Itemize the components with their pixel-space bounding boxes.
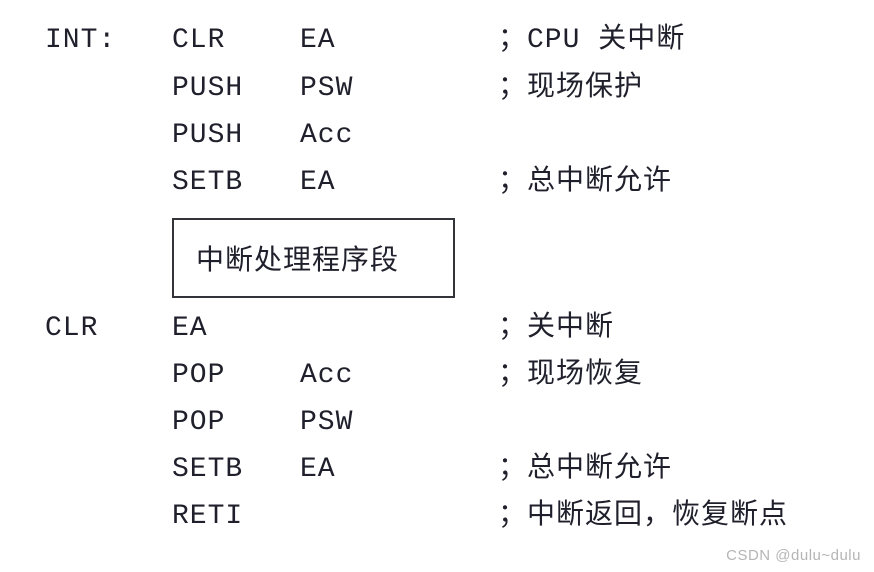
code-label: INT: — [45, 25, 117, 56]
opcode: PUSH — [172, 73, 244, 104]
opcode: POP — [172, 407, 226, 438]
csdn-watermark: CSDN @dulu~dulu — [726, 547, 861, 564]
code-comment: ；现场恢复 — [498, 360, 644, 391]
interrupt-handler-box: 中断处理程序段 — [172, 218, 455, 298]
code-comment: ；关中断 — [498, 313, 615, 344]
operand: Acc — [300, 120, 354, 151]
code-label: CLR — [45, 313, 99, 344]
interrupt-handler-label: 中断处理程序段 — [196, 247, 400, 278]
opcode: EA — [172, 313, 208, 344]
code-comment: ；CPU 关中断 — [498, 25, 686, 56]
operand: PSW — [300, 73, 354, 104]
opcode: CLR — [172, 25, 226, 56]
code-comment: ；总中断允许 — [498, 454, 673, 485]
opcode: SETB — [172, 454, 244, 485]
code-comment: ；总中断允许 — [498, 167, 673, 198]
operand: EA — [300, 454, 336, 485]
opcode: RETI — [172, 501, 244, 532]
code-comment: ；中断返回，恢复断点 — [498, 501, 789, 532]
opcode: SETB — [172, 167, 244, 198]
operand: PSW — [300, 407, 354, 438]
operand: EA — [300, 25, 336, 56]
opcode: POP — [172, 360, 226, 391]
opcode: PUSH — [172, 120, 244, 151]
operand: Acc — [300, 360, 354, 391]
code-comment: ；现场保护 — [498, 73, 644, 104]
operand: EA — [300, 167, 336, 198]
